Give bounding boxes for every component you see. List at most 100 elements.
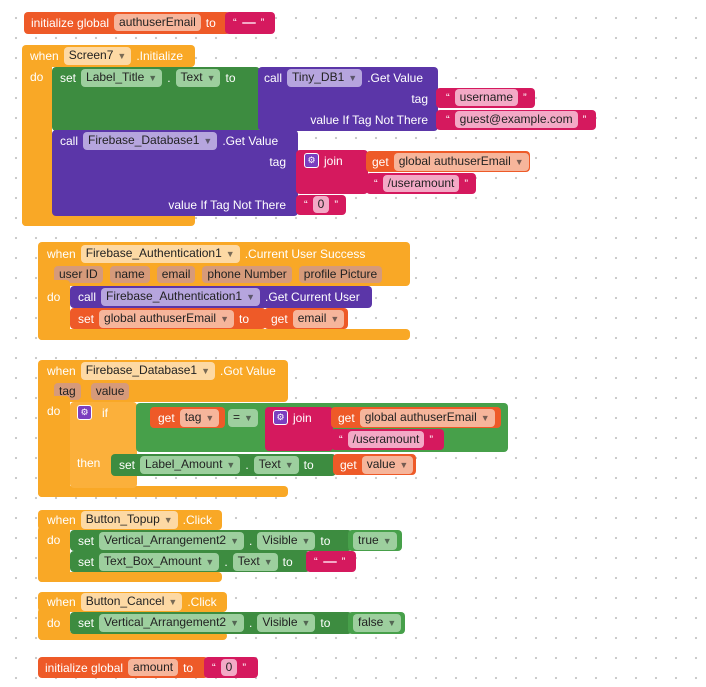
- string-block[interactable]: “guest@example.com”: [436, 110, 596, 130]
- quote: ”: [429, 433, 434, 446]
- property-dropdown[interactable]: Text▼: [253, 455, 299, 474]
- var-name-field[interactable]: amount: [128, 659, 179, 676]
- event-auth-current-user-success[interactable]: when Firebase_Authentication1▼ .Current …: [38, 242, 410, 286]
- component-dropdown[interactable]: Firebase_Authentication1▼: [101, 287, 261, 306]
- boolean-dropdown[interactable]: true▼: [353, 531, 397, 550]
- property-dropdown[interactable]: Visible▼: [257, 613, 316, 632]
- string-field[interactable]: 0: [312, 196, 330, 213]
- property-dropdown[interactable]: Visible▼: [257, 531, 316, 550]
- get-variable-block[interactable]: get email▼: [264, 308, 348, 329]
- kw-get: get: [271, 311, 288, 326]
- method-name: .Get Current User: [265, 289, 360, 304]
- component-dropdown[interactable]: Vertical_Arrangement2▼: [99, 531, 245, 550]
- string-field[interactable]: guest@example.com: [454, 111, 578, 128]
- string-field[interactable]: 0: [220, 659, 238, 676]
- event-name: .Click: [182, 512, 213, 527]
- set-label-title-text[interactable]: set Label_Title▼ . Text▼ to: [52, 67, 260, 131]
- component-dropdown[interactable]: Label_Title▼: [81, 68, 163, 87]
- join-block[interactable]: ⚙join: [265, 407, 333, 451]
- arg-label-default: value If Tag Not There: [168, 197, 286, 212]
- kw-to: to: [239, 311, 250, 326]
- kw-join: join: [324, 153, 343, 168]
- get-variable-block[interactable]: get value▼: [333, 454, 416, 475]
- quote: “: [374, 177, 378, 190]
- var-name-field[interactable]: authuserEmail: [114, 14, 201, 31]
- kw-call: call: [264, 70, 283, 85]
- variable-dropdown[interactable]: value▼: [361, 455, 414, 474]
- param[interactable]: user ID: [54, 266, 103, 283]
- kw-when: when: [30, 48, 59, 63]
- string-block[interactable]: “0”: [296, 195, 346, 215]
- kw-get: get: [340, 457, 357, 472]
- call-firebase-getvalue[interactable]: call Firebase_Database1▼ .Get Value tag …: [52, 130, 298, 216]
- string-block[interactable]: “”: [306, 551, 356, 572]
- kw: initialize global: [45, 660, 124, 675]
- component-dropdown[interactable]: Vertical_Arrangement2▼: [99, 613, 245, 632]
- event-screen7-initialize[interactable]: when Screen7▼ .Initialize: [22, 45, 195, 67]
- set-vertical-arrangement-visible[interactable]: set Vertical_Arrangement2▼ . Visible▼ to: [70, 530, 352, 551]
- get-variable-block[interactable]: get global authuserEmail▼: [366, 151, 530, 172]
- string-block[interactable]: “/useramount”: [331, 429, 444, 450]
- init-global-amount[interactable]: initialize global amount to: [38, 657, 208, 678]
- string-field[interactable]: [322, 560, 337, 563]
- component-dropdown[interactable]: Firebase_Database1▼: [83, 131, 218, 150]
- call-auth-getcurrentuser[interactable]: call Firebase_Authentication1▼ .Get Curr…: [70, 286, 372, 308]
- component-dropdown[interactable]: Button_Topup▼: [80, 510, 178, 529]
- param[interactable]: phone Number: [202, 266, 292, 283]
- string-block[interactable]: “/useramount”: [366, 173, 476, 194]
- gear-icon[interactable]: ⚙: [304, 153, 319, 168]
- kw-to: to: [225, 70, 236, 85]
- join-block[interactable]: ⚙ join: [296, 150, 368, 194]
- param[interactable]: name: [109, 266, 150, 283]
- component-dropdown[interactable]: Screen7▼: [63, 46, 132, 65]
- param[interactable]: email: [156, 266, 196, 283]
- event-firebase-got-value[interactable]: when Firebase_Database1▼ .Got Value tag …: [38, 360, 288, 402]
- string-field[interactable]: username: [454, 89, 519, 106]
- gear-icon[interactable]: ⚙: [273, 410, 288, 425]
- boolean-dropdown[interactable]: false▼: [353, 613, 402, 632]
- boolean-block[interactable]: false▼: [348, 612, 405, 634]
- kw-when: when: [47, 363, 76, 378]
- quote: “: [233, 16, 237, 29]
- call-tinydb-getvalue[interactable]: call Tiny_DB1▼ .Get Value tag value If T…: [258, 67, 438, 131]
- variable-dropdown[interactable]: tag▼: [179, 408, 220, 427]
- set-global-variable[interactable]: set global authuserEmail▼ to: [70, 308, 266, 329]
- variable-dropdown[interactable]: global authuserEmail▼: [393, 152, 529, 171]
- component-dropdown[interactable]: Button_Cancel▼: [80, 592, 183, 611]
- component-dropdown[interactable]: Tiny_DB1▼: [287, 68, 363, 87]
- property-dropdown[interactable]: Text▼: [175, 68, 221, 87]
- kw-when: when: [47, 246, 76, 261]
- string-block[interactable]: “username”: [436, 88, 535, 108]
- variable-dropdown[interactable]: email▼: [292, 309, 345, 328]
- string-field[interactable]: /useramount: [347, 431, 425, 448]
- param[interactable]: tag: [54, 383, 81, 400]
- set-textbox-amount-text[interactable]: set Text_Box_Amount▼ . Text▼ to: [70, 551, 310, 572]
- param[interactable]: profile Picture: [298, 266, 383, 283]
- component-dropdown[interactable]: Firebase_Authentication1▼: [80, 244, 240, 263]
- string-block[interactable]: “”: [225, 12, 275, 34]
- property-dropdown[interactable]: Text▼: [232, 552, 278, 571]
- event-button-cancel-click[interactable]: when Button_Cancel▼ .Click: [38, 592, 227, 612]
- component-dropdown[interactable]: Label_Amount▼: [140, 455, 241, 474]
- string-block[interactable]: “0”: [204, 657, 258, 678]
- kw-get: get: [372, 154, 389, 169]
- param[interactable]: value: [90, 383, 130, 400]
- variable-dropdown[interactable]: global authuserEmail▼: [359, 408, 495, 427]
- event-bottom: [38, 486, 288, 497]
- gear-icon[interactable]: ⚙: [77, 405, 92, 420]
- event-button-topup-click[interactable]: when Button_Topup▼ .Click: [38, 510, 222, 530]
- set-label-amount-text[interactable]: set Label_Amount▼ . Text▼ to: [111, 454, 336, 476]
- operator-dropdown[interactable]: =▼: [228, 409, 258, 427]
- component-dropdown[interactable]: Text_Box_Amount▼: [99, 552, 220, 571]
- string-field[interactable]: /useramount: [382, 175, 460, 192]
- boolean-block[interactable]: true▼: [348, 530, 402, 551]
- string-field[interactable]: [241, 21, 256, 24]
- init-global-authuserEmail[interactable]: initialize global authuserEmail to: [24, 12, 230, 34]
- set-vertical-arrangement-visible[interactable]: set Vertical_Arrangement2▼ . Visible▼ to: [70, 612, 352, 634]
- variable-dropdown[interactable]: global authuserEmail▼: [99, 309, 235, 328]
- component-dropdown[interactable]: Firebase_Database1▼: [80, 361, 216, 380]
- event-do-column: do: [38, 396, 70, 497]
- get-variable-block[interactable]: get global authuserEmail▼: [331, 407, 501, 428]
- get-variable-block[interactable]: get tag▼: [150, 407, 225, 428]
- event-bottom: [38, 329, 410, 340]
